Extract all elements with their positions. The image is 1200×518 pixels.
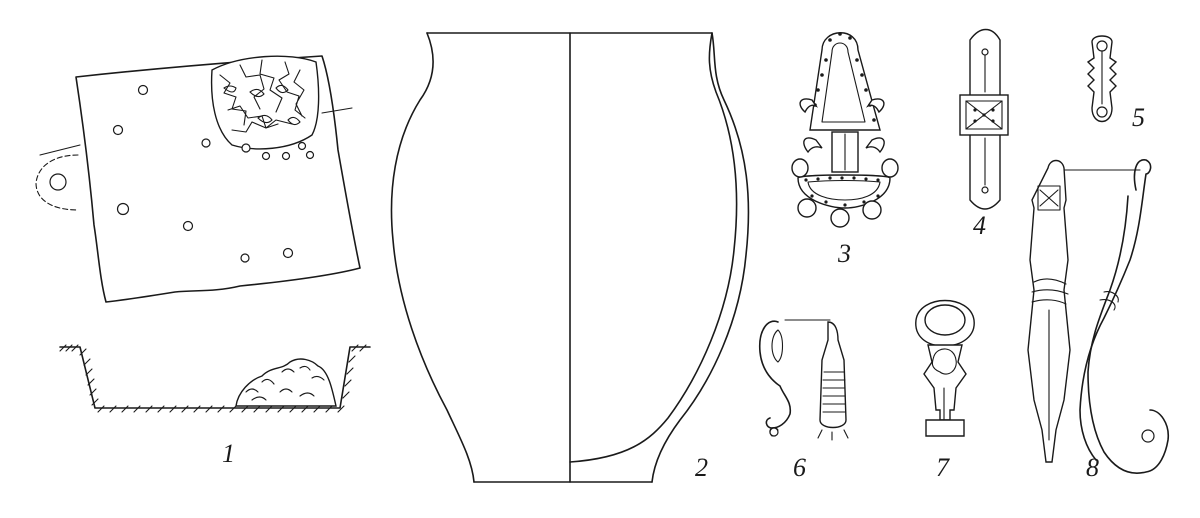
bead-dots xyxy=(112,84,315,263)
figure-8-brooch: 8 xyxy=(1027,159,1170,482)
figure-7-label: 7 xyxy=(936,453,950,482)
pendant-arc-dots xyxy=(804,176,880,207)
niche-hole xyxy=(49,173,67,191)
figure-8-label: 8 xyxy=(1086,453,1099,482)
left-horn xyxy=(799,98,819,114)
left-horn-2 xyxy=(803,137,823,154)
figure-3-label: 3 xyxy=(837,239,851,268)
stone-cluster xyxy=(210,55,320,150)
pit-plan-outline xyxy=(75,55,361,303)
pit-side-niche xyxy=(35,154,79,211)
pendant-loop-dots xyxy=(813,32,876,122)
pit-section xyxy=(59,344,371,413)
figure-5-ornament: 5 xyxy=(1086,35,1145,132)
brooch-6-side xyxy=(758,320,792,429)
figure-7-key-pendant: 7 xyxy=(915,299,975,482)
brooch-6-front xyxy=(819,321,847,429)
pendant-lower-arc xyxy=(797,174,891,209)
figure-4-label: 4 xyxy=(973,211,986,240)
figure-2-label: 2 xyxy=(695,453,708,482)
figure-6-label: 6 xyxy=(793,453,806,482)
plaque-dots xyxy=(973,108,995,123)
figure-1-burial-pit: 1 xyxy=(35,55,371,468)
figure-2-vessel: 2 xyxy=(390,32,750,483)
key-body xyxy=(923,344,967,421)
key-bit xyxy=(925,419,965,437)
right-horn xyxy=(865,98,885,114)
figure-4-plaque: 4 xyxy=(959,28,1009,240)
section-line-left xyxy=(39,144,81,156)
vessel-right-inner xyxy=(569,32,738,463)
brooch-6-ribs xyxy=(822,371,846,413)
right-horn-2 xyxy=(865,137,885,154)
figure-5-label: 5 xyxy=(1132,103,1145,132)
figure-1-label: 1 xyxy=(222,439,235,468)
pendant-bells xyxy=(791,158,899,228)
figure-3-pendant: 3 xyxy=(791,32,899,268)
pendant-top-loop xyxy=(809,32,881,131)
brooch-8-side xyxy=(1079,159,1152,461)
section-line-right xyxy=(321,107,353,114)
vessel-right-outer xyxy=(651,32,750,483)
vessel-left-profile xyxy=(390,32,475,483)
figure-6-brooch: 6 xyxy=(758,319,849,482)
